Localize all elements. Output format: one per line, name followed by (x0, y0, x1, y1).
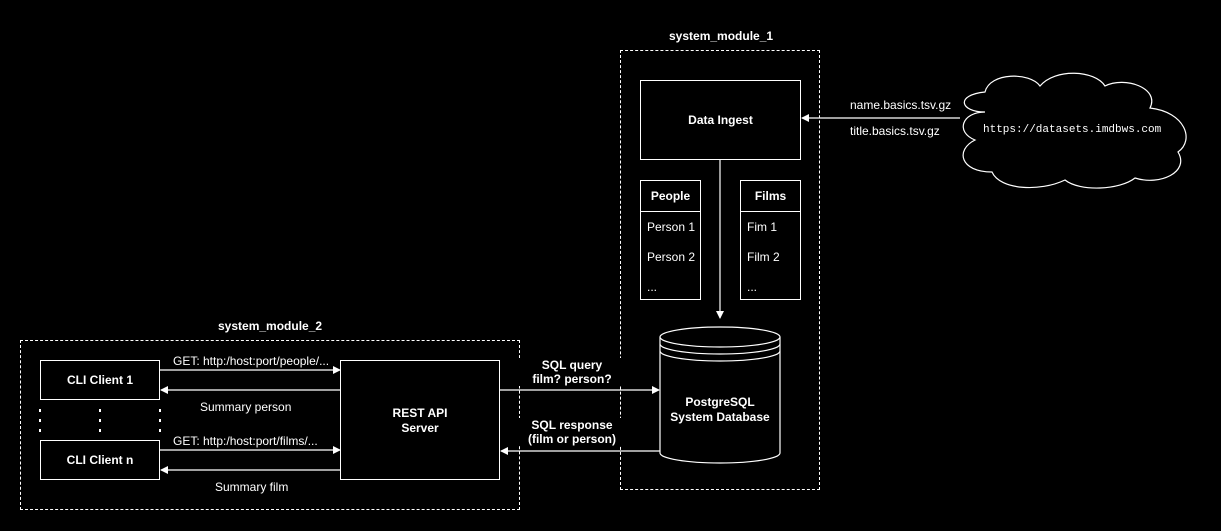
cli-client-1-box: CLI Client 1 (40, 360, 160, 400)
cli-client-n-box: CLI Client n (40, 440, 160, 480)
cli-client-n-label: CLI Client n (66, 453, 134, 467)
data-ingest-label: Data Ingest (688, 113, 753, 127)
edge-label-summary-film: Summary film (215, 480, 289, 494)
system-module-1-label: system_module_1 (669, 29, 774, 43)
edge-label-get-films: GET: http:/host:port/films/... (173, 434, 318, 448)
cli-client-1-label: CLI Client 1 (66, 373, 133, 387)
edge-label-summary-person: Summary person (200, 400, 292, 414)
database-label-line1: PostgreSQL (685, 395, 755, 409)
sql-response-line1: SQL response (531, 418, 613, 432)
database-label: PostgreSQL System Database (660, 395, 780, 424)
films-table-row: ... (747, 280, 758, 294)
films-table-row: Film 2 (747, 250, 780, 264)
sql-query-line2: film? person? (532, 372, 612, 386)
films-table-row: Fim 1 (747, 220, 777, 234)
database-label-line2: System Database (670, 410, 770, 424)
client-ellipsis-dots (39, 409, 161, 432)
database-cylinder (659, 326, 781, 464)
films-table-header: Films (741, 181, 800, 212)
films-table: Films Fim 1 Film 2 ... (740, 180, 801, 300)
edge-label-sql-query: SQL query film? person? (512, 358, 632, 386)
system-module-2-label: system_module_2 (218, 319, 323, 333)
people-table-row: Person 1 (647, 220, 696, 234)
source-file-label-1: name.basics.tsv.gz (850, 98, 952, 112)
source-file-label-2: title.basics.tsv.gz (850, 124, 940, 138)
people-table-row: ... (647, 280, 658, 294)
sql-response-line2: (film or person) (527, 432, 616, 446)
rest-api-server-box: REST API Server (340, 360, 500, 480)
edge-label-sql-response: SQL response (film or person) (512, 418, 632, 446)
people-table-header: People (641, 181, 700, 212)
people-table: People Person 1 Person 2 ... (640, 180, 701, 300)
cloud-shape (962, 72, 1187, 189)
cloud-url-label: https://datasets.imdbws.com (983, 124, 1162, 136)
people-table-row: Person 2 (647, 250, 696, 264)
system-module-1-group (620, 50, 820, 490)
edge-label-get-people: GET: http:/host:port/people/... (173, 354, 330, 368)
sql-query-line1: SQL query (541, 358, 603, 372)
rest-api-label-line1: REST API (392, 405, 448, 420)
data-ingest-box: Data Ingest (640, 80, 801, 160)
rest-api-label-line2: Server (401, 420, 439, 435)
